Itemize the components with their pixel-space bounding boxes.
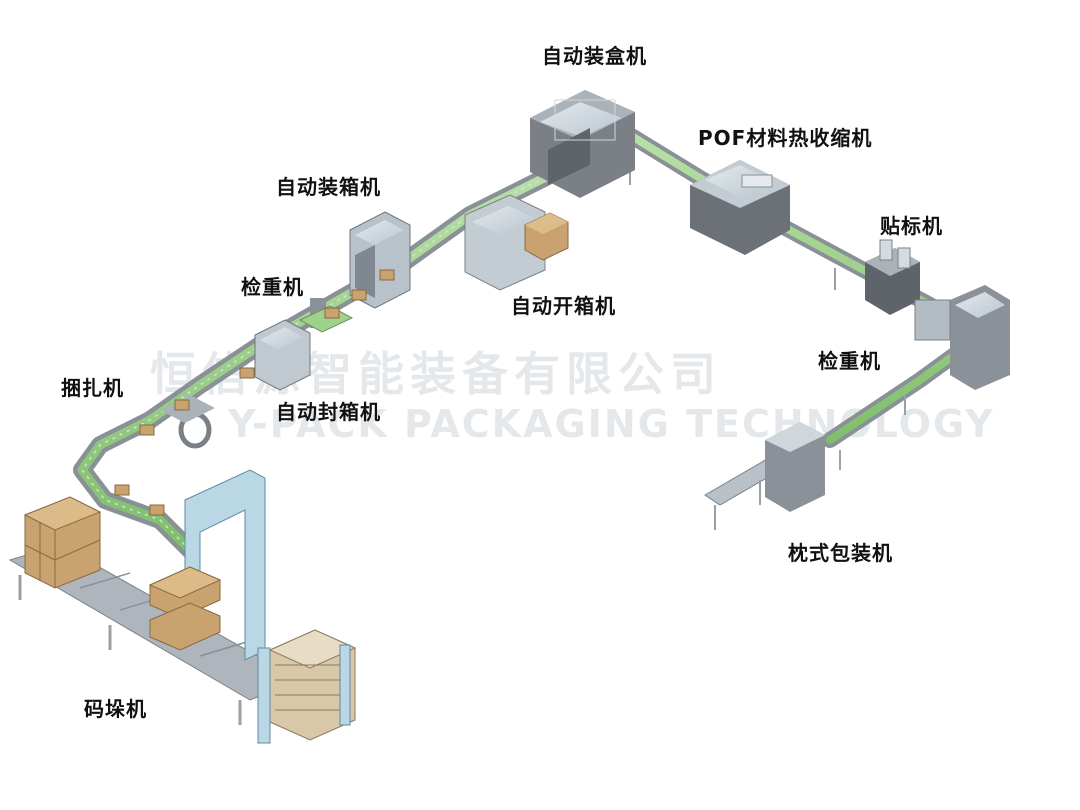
label-auto-case-sealer: 自动封箱机 [276, 400, 381, 424]
label-labeler: 贴标机 [880, 214, 943, 238]
label-checkweigher-right: 检重机 [818, 349, 881, 373]
palletizer-area [8, 469, 357, 744]
label-strapping: 捆扎机 [61, 376, 124, 400]
labeler-machine [865, 239, 920, 315]
label-checkweigher-left: 检重机 [241, 275, 304, 299]
auto-case-packer-machine [349, 211, 411, 309]
label-pof-shrink: POF材料热收缩机 [698, 126, 873, 150]
pof-heat-shrink-machine [690, 160, 790, 255]
auto-case-sealer-machine [254, 319, 311, 391]
label-pillow-packer: 枕式包装机 [788, 541, 893, 565]
label-auto-case-erector: 自动开箱机 [511, 294, 616, 318]
pillow-packer-machine [704, 422, 825, 530]
label-auto-case-packer: 自动装箱机 [276, 175, 381, 199]
auto-cartoner-machine [530, 90, 635, 198]
label-palletizer: 码垛机 [84, 697, 147, 721]
checkweigher-right-machine [914, 285, 1010, 390]
label-auto-cartoner: 自动装盒机 [542, 44, 647, 68]
auto-case-erector-machine [464, 194, 569, 291]
cartons-on-line [114, 269, 395, 516]
